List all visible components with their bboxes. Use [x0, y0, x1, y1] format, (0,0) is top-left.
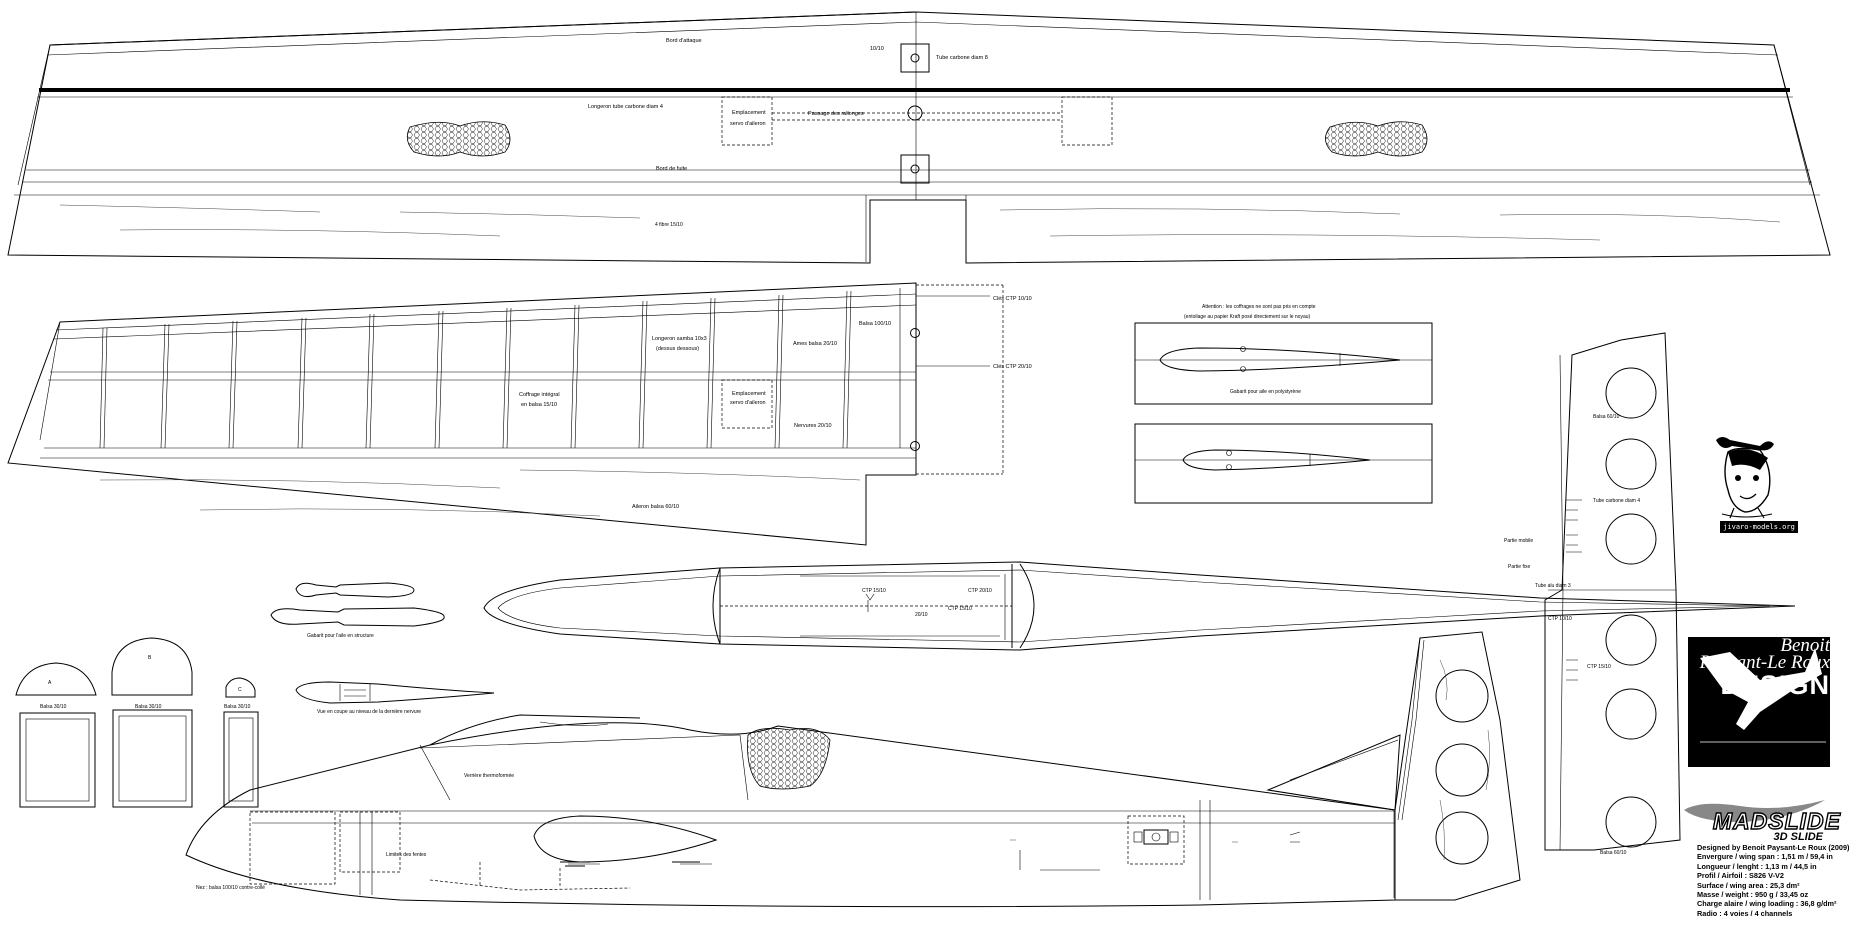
former-b-label: B — [148, 655, 152, 661]
fuselage-ctp-20-label: CTP 20/10 — [968, 588, 992, 594]
aileron-balsa-label: Aileron balsa 60/10 — [632, 504, 679, 510]
spec-length: Longueur / lenght : 1,13 m / 44,5 in — [1697, 861, 1817, 871]
tube-center-label: Tube carbone diam 8 — [936, 55, 988, 61]
leading-edge-label: Bord d'attaque — [666, 38, 702, 44]
airfoil-warning-2: (entoilage au papier Kraft posé directem… — [1184, 314, 1311, 320]
balsa-a-label: Balsa 30/10 — [40, 704, 67, 710]
balsa-100-label: Balsa 100/10 — [859, 321, 891, 327]
fin-balsa-60-label: Balsa 60/10 — [1593, 414, 1620, 420]
spec-mass: Masse / weight : 950 g / 33,45 oz — [1697, 890, 1809, 900]
fin-balsa-60-bottom-label: Balsa 60/10 — [1600, 850, 1627, 856]
former-a-label: A — [48, 680, 52, 686]
ctp-key-2-label: Clés CTP 20/10 — [993, 364, 1032, 370]
tail-top-view: Balsa 60/10 Tube carbone diam 4 Partie m… — [1504, 332, 1681, 856]
slot-limits-label: Limites des fentes — [386, 852, 427, 858]
nose-note-label: Nez : balsa 100/10 contre-collé — [196, 885, 265, 891]
spec-loading: Charge alaire / wing loading : 36,8 g/dm… — [1697, 899, 1837, 909]
spec-block: Designed by Benoit Paysant-Le Roux (2009… — [1697, 843, 1849, 918]
struct-servo-label-2: servo d'aileron — [730, 400, 766, 406]
aileron-note-label: 4 fibre 15/10 — [655, 222, 683, 228]
movable-part-label: Partie mobile — [1504, 538, 1533, 544]
struct-servo-label-1: Emplacement — [732, 391, 766, 397]
spec-airfoil: Profil / Airfoil : S826 V-V2 — [1697, 871, 1784, 881]
brand-line-2: Paysant-Le Roux — [1699, 652, 1830, 673]
balsa-b-label: Balsa 30/10 — [135, 704, 162, 710]
fin-carbon-tube-label: Tube carbone diam 4 — [1593, 498, 1640, 504]
spec-radio: Radio : 4 voies / 4 channels — [1697, 908, 1793, 918]
spar-samba-label: Longeron samba 10x3 — [652, 336, 707, 342]
trailing-edge-label: Bord de fuite — [656, 166, 687, 172]
model-name: MADSLIDE — [1712, 808, 1841, 834]
rib-section-label: Vue en coupe au niveau de la dernière ne… — [317, 709, 421, 715]
sheeting-label-1: Coffrage intégral — [519, 392, 560, 398]
alu-tube-label: Tube alu diam 3 — [1535, 583, 1571, 589]
spec-area: Surface / wing area : 25,3 dm² — [1697, 880, 1800, 890]
jivaro-mascot-logo — [1716, 437, 1774, 519]
model-title: MADSLIDE 3D SLIDE — [1691, 808, 1841, 843]
design-brand-panel — [1688, 637, 1830, 767]
ctp-key-1-label: Clés CTP 10/10 — [993, 296, 1032, 302]
wing-top-view: Bord d'attaque 10/10 Tube carbone diam 8… — [7, 11, 1831, 264]
fuselage-side-view: Verrière thermoformée Limites des fentes… — [185, 631, 1521, 908]
fuselage-ctp-15-label-1: CTP 15/10 — [862, 588, 886, 594]
designer-credit: Designed by Benoit Paysant-Le Roux (2009… — [1697, 843, 1849, 852]
model-logo-swoosh — [1684, 800, 1825, 822]
spar-position-label: (dessus dessous) — [656, 346, 699, 352]
fixed-part-label: Partie fixe — [1508, 564, 1530, 570]
spar-tube-label: Longeron tube carbone diam 4 — [588, 104, 663, 110]
fuselage-top-view: CTP 15/10 20/10 CTP 15/10 CTP 20/10 — [483, 561, 1796, 651]
website-label: jivaro-models.org — [1720, 521, 1798, 533]
ribs-label: Nervures 20/10 — [794, 423, 832, 429]
airfoil-warning-1: Attention : les coffrages ne sont pas pr… — [1202, 304, 1316, 310]
fuselage-ctp-15-label-2: CTP 15/10 — [948, 606, 972, 612]
designer-brand: Benoit Paysant-Le Roux DESIGN — [1688, 635, 1830, 700]
balsa-webs-label: Ames balsa 20/10 — [793, 341, 837, 347]
fin-ctp-10-label: CTP 10/10 — [1548, 616, 1572, 622]
sheeting-label-2: en balsa 15/10 — [521, 402, 557, 408]
wing-structure-view: Clés CTP 10/10 Balsa 100/10 Clés CTP 20/… — [7, 282, 1032, 546]
fuselage-20-label: 20/10 — [915, 612, 928, 618]
servo-slot-label-2: servo d'aileron — [730, 121, 766, 127]
small-parts: Gabarit pour l'aile en structure A B C B… — [15, 582, 495, 808]
brand-line-3: DESIGN — [1720, 670, 1830, 700]
former-c-label: C — [238, 687, 242, 693]
foam-template-label: Gabarit pour aile en polystyrène — [1230, 389, 1301, 395]
dim-10-10-label: 10/10 — [870, 46, 884, 52]
cable-pass-label: Passage des rallonges — [808, 111, 864, 117]
model-subtitle: 3D SLIDE — [1773, 831, 1823, 843]
spec-span: Envergure / wing span : 1,51 m / 59,4 in — [1697, 852, 1833, 862]
glider-silhouette-icon — [1700, 648, 1822, 730]
balsa-c-label: Balsa 30/10 — [224, 704, 251, 710]
structure-template-label: Gabarit pour l'aile en structure — [307, 633, 374, 639]
wing-ribs — [99, 288, 901, 449]
brand-line-1: Benoit — [1780, 635, 1830, 656]
airfoil-templates: Attention : les coffrages ne sont pas pr… — [1134, 304, 1433, 504]
servo-slot-label-1: Emplacement — [732, 110, 766, 116]
fin-ctp-15-label: CTP 15/10 — [1587, 664, 1611, 670]
canopy-label: Verrière thermoformée — [464, 773, 514, 779]
